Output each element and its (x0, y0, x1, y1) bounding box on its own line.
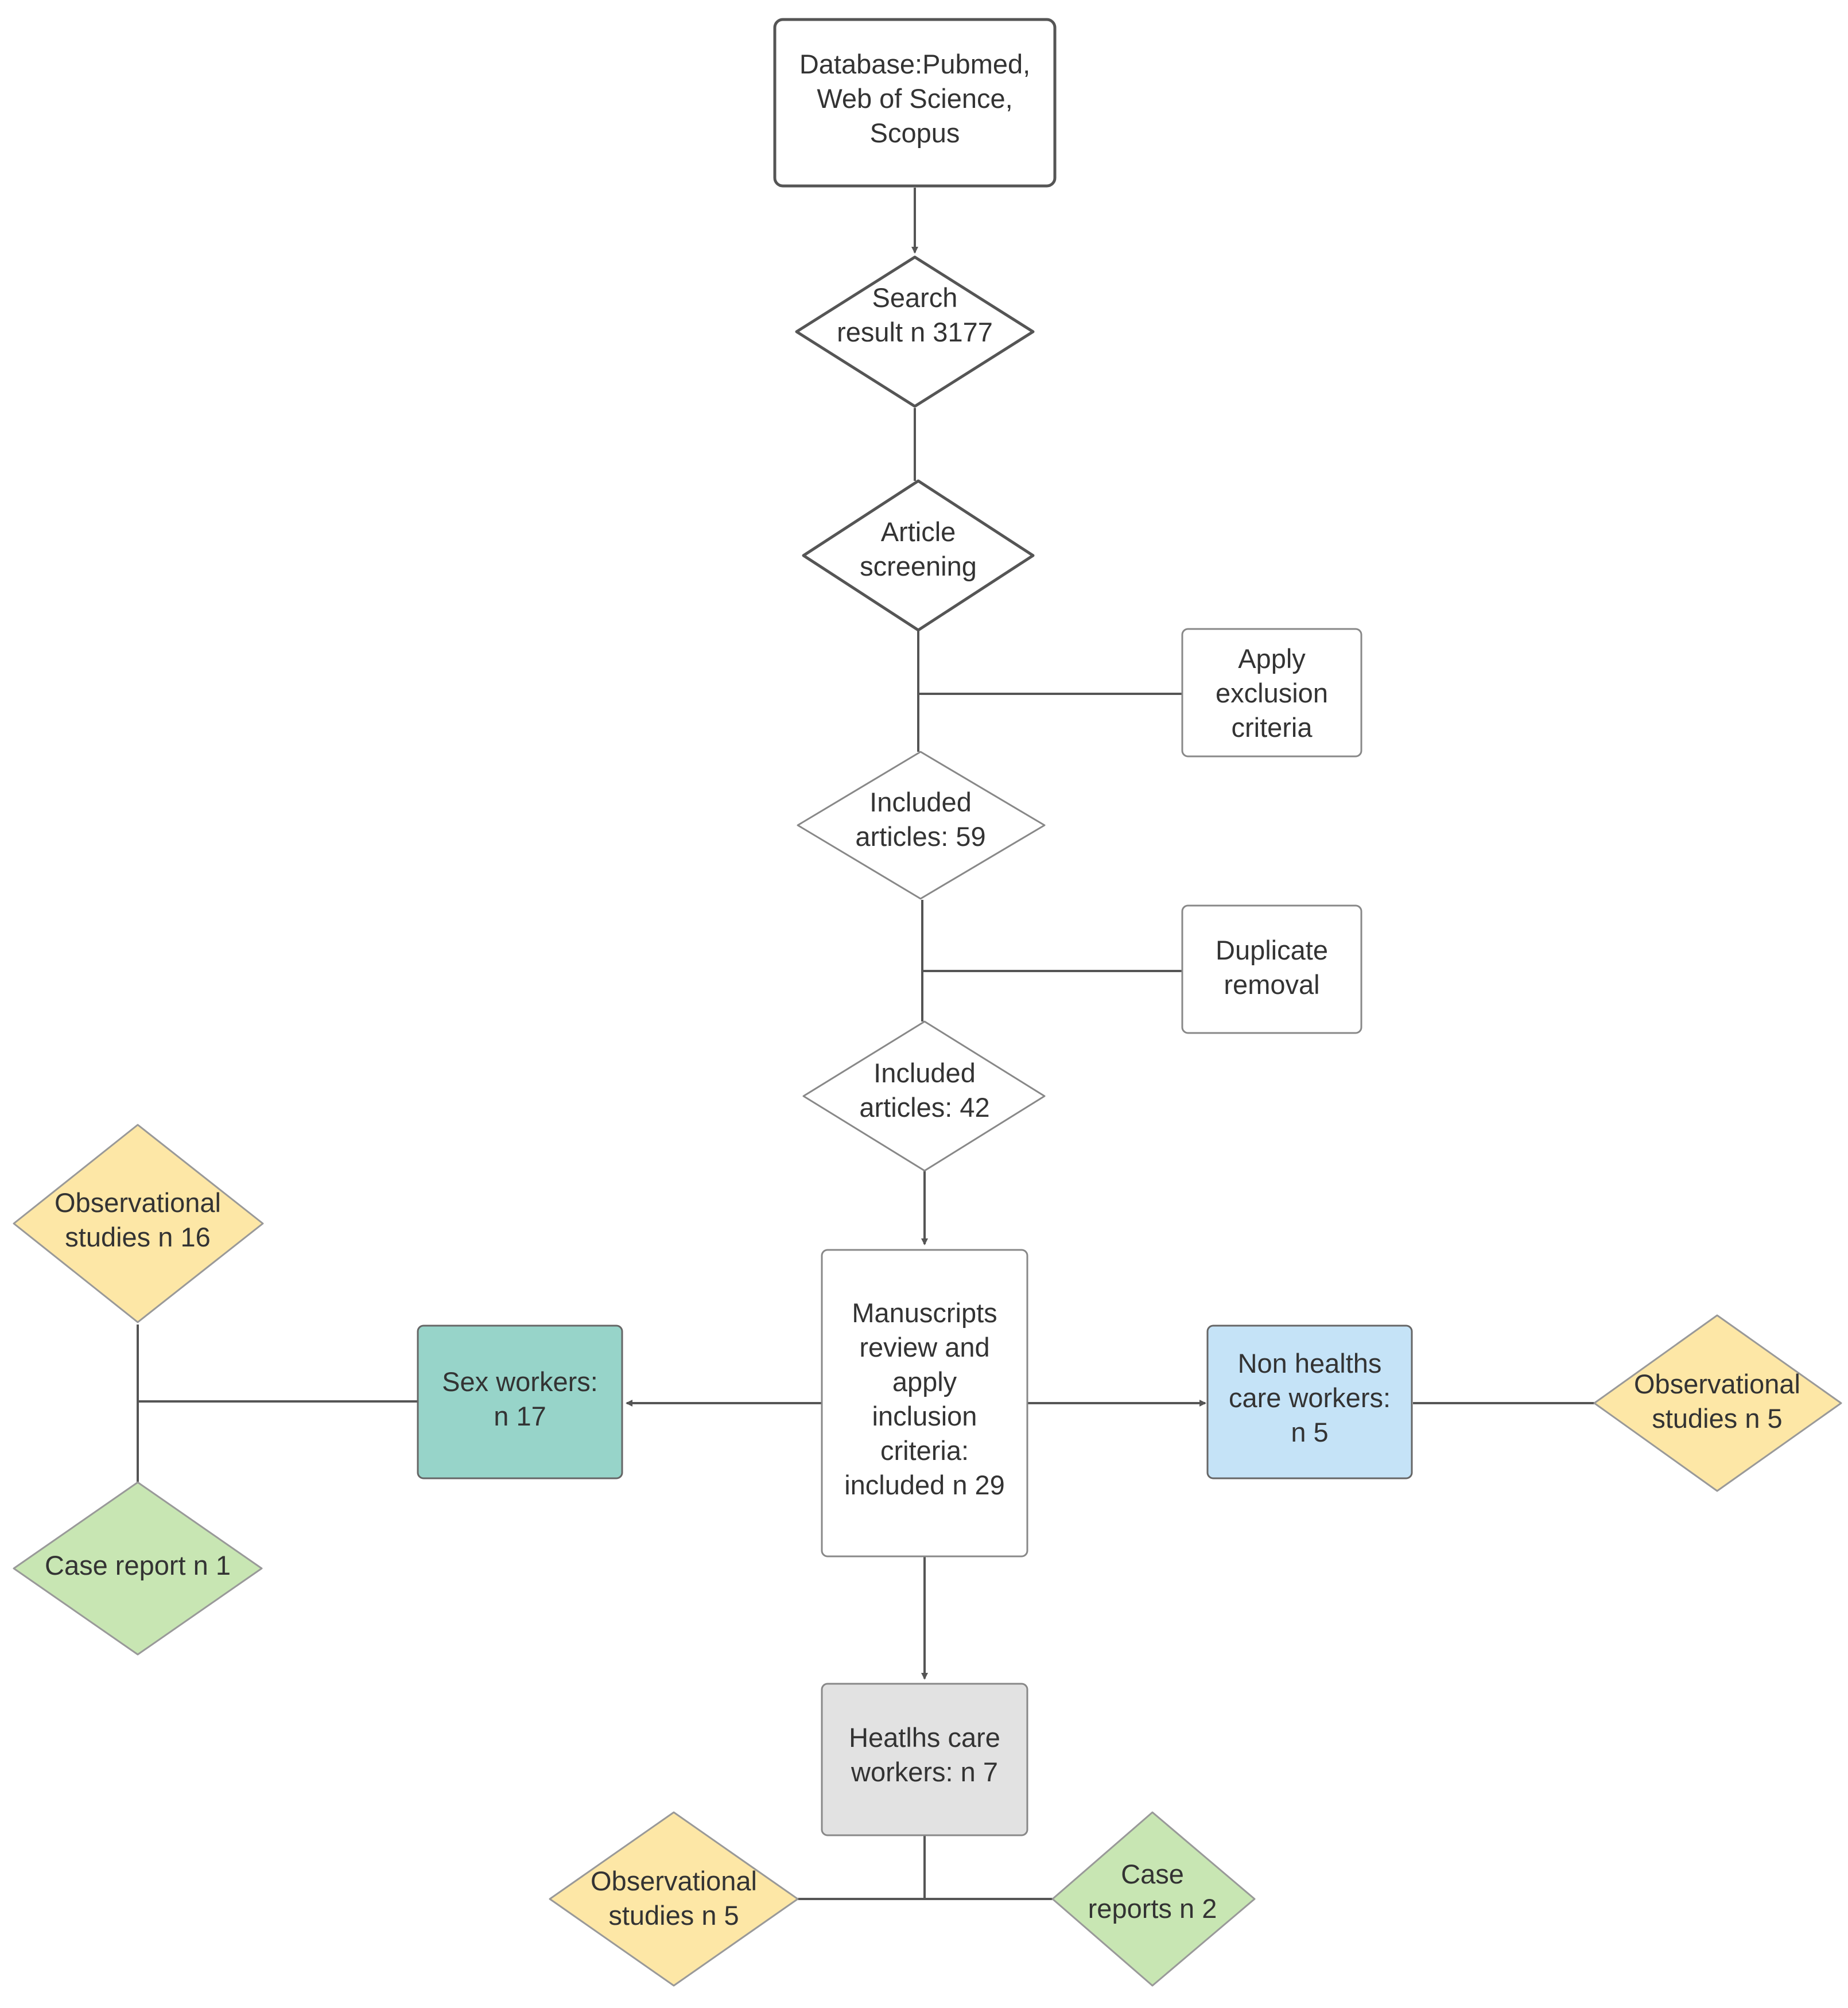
search-result-diamond-shape (795, 255, 1035, 408)
manuscripts-review-label: Manuscripts review and apply inclusion crite… (844, 1298, 1005, 1500)
non-health-workers-label: Non healths care workers: n 5 (1229, 1348, 1391, 1447)
case-report-1-diamond-shape (13, 1481, 263, 1656)
article-screening-diamond-shape (802, 479, 1035, 632)
database-box: Database:Pubmed, Web of Science, Scopus (773, 18, 1057, 188)
manuscripts-review-label-line-1: Manuscripts (852, 1298, 997, 1328)
observational-studies-5-right-diamond: Observational studies n 5 (1593, 1314, 1842, 1492)
non-health-workers-label-line-2: care workers: (1229, 1382, 1391, 1413)
search-result-label-line-1: Search (872, 282, 958, 313)
non-health-workers-label-line-1: Non healths (1238, 1348, 1382, 1378)
case-reports-2-diamond: Case reports n 2 (1051, 1811, 1256, 1987)
included-59-label-line-1: Included (869, 787, 972, 817)
sex-workers-label-line-1: Sex workers: (442, 1366, 598, 1397)
duplicate-removal-label-line-2: removal (1224, 969, 1319, 1000)
observational-studies-5-bottom-label: Observational studies n 5 (591, 1866, 757, 1931)
included-59-label-line-2: articles: 59 (855, 821, 985, 852)
case-report-1-label-line-1: Case report n 1 (45, 1550, 231, 1580)
included-42-diamond: Included articles: 42 (802, 1020, 1046, 1172)
health-workers-label: Heatlhs care workers: n 7 (849, 1722, 1000, 1787)
case-reports-2-label-line-1: Case (1121, 1859, 1184, 1889)
observational-studies-5-right-diamond-shape (1593, 1314, 1842, 1492)
apply-exclusion-box: Apply exclusion criteria (1181, 628, 1362, 758)
observational-studies-5-bottom-label-line-1: Observational (591, 1866, 757, 1896)
manuscripts-review-box-shape (821, 1249, 1028, 1558)
apply-exclusion-label-line-2: exclusion (1216, 678, 1328, 708)
included-42-label-line-1: Included (873, 1058, 976, 1088)
non-health-workers-label-line-3: n 5 (1291, 1417, 1328, 1447)
article-screening-diamond: Article screening (802, 479, 1035, 632)
observational-studies-16-label: Observational studies n 16 (55, 1187, 221, 1252)
case-reports-2-diamond-shape (1051, 1811, 1256, 1987)
health-workers-label-line-2: workers: n 7 (851, 1757, 998, 1787)
observational-studies-16-label-line-1: Observational (55, 1187, 221, 1218)
search-result-label-line-2: result n 3177 (837, 317, 993, 347)
observational-studies-5-right-label-line-2: studies n 5 (1652, 1403, 1782, 1434)
health-workers-box-shape (821, 1683, 1028, 1836)
duplicate-removal-box: Duplicate removal (1181, 904, 1362, 1034)
sex-workers-label: Sex workers: n 17 (442, 1366, 598, 1431)
observational-studies-16-diamond-shape (13, 1124, 264, 1323)
database-box-label-line-3: Scopus (870, 118, 960, 148)
included-59-diamond: Included articles: 59 (797, 751, 1046, 900)
duplicate-removal-label: Duplicate removal (1216, 935, 1328, 1000)
apply-exclusion-label: Apply exclusion criteria (1216, 643, 1328, 743)
case-report-1-diamond: Case report n 1 (13, 1481, 263, 1656)
manuscripts-review-label-line-3: apply (892, 1366, 957, 1397)
observational-studies-5-bottom-diamond: Observational studies n 5 (549, 1811, 799, 1987)
article-screening-label-line-1: Article (881, 516, 956, 547)
sex-workers-label-line-2: n 17 (494, 1401, 546, 1431)
database-box-shape (773, 18, 1057, 188)
apply-exclusion-label-line-1: Apply (1238, 643, 1306, 674)
search-result-label: Search result n 3177 (837, 282, 993, 347)
included-59-label: Included articles: 59 (855, 787, 985, 852)
observational-studies-5-bottom-label-line-2: studies n 5 (608, 1900, 739, 1931)
apply-exclusion-label-line-3: criteria (1231, 712, 1313, 743)
manuscripts-review-label-line-4: inclusion (872, 1401, 977, 1431)
non-health-workers-box: Non healths care workers: n 5 (1206, 1325, 1413, 1479)
sex-workers-box-shape (417, 1325, 623, 1479)
manuscripts-review-label-line-6: included n 29 (844, 1470, 1005, 1500)
article-screening-label: Article screening (860, 516, 977, 581)
health-workers-label-line-1: Heatlhs care (849, 1722, 1000, 1753)
health-workers-box: Heatlhs care workers: n 7 (821, 1683, 1028, 1836)
included-59-diamond-shape (797, 751, 1046, 900)
manuscripts-review-box: Manuscripts review and apply inclusion crite… (821, 1249, 1028, 1558)
search-result-diamond: Search result n 3177 (795, 255, 1035, 408)
non-health-workers-box-shape (1206, 1325, 1413, 1479)
case-report-1-label: Case report n 1 (45, 1550, 231, 1580)
duplicate-removal-box-shape (1181, 904, 1362, 1034)
database-box-label-line-1: Database:Pubmed, (799, 49, 1030, 79)
observational-studies-5-right-label: Observational studies n 5 (1634, 1369, 1800, 1434)
manuscripts-review-label-line-2: review and (859, 1332, 989, 1362)
database-box-label-line-2: Web of Science, (817, 83, 1012, 114)
manuscripts-review-label-line-5: criteria: (880, 1435, 969, 1466)
duplicate-removal-label-line-1: Duplicate (1216, 935, 1328, 965)
observational-studies-16-label-line-2: studies n 16 (65, 1222, 210, 1252)
sex-workers-box: Sex workers: n 17 (417, 1325, 623, 1479)
observational-studies-5-bottom-diamond-shape (549, 1811, 799, 1987)
included-42-label: Included articles: 42 (859, 1058, 989, 1123)
database-box-label: Database:Pubmed, Web of Science, Scopus (799, 49, 1030, 148)
observational-studies-5-right-label-line-1: Observational (1634, 1369, 1800, 1399)
connectors (137, 188, 1594, 1900)
apply-exclusion-box-shape (1181, 628, 1362, 758)
case-reports-2-label-line-2: reports n 2 (1088, 1893, 1217, 1924)
case-reports-2-label: Case reports n 2 (1088, 1859, 1217, 1924)
included-42-diamond-shape (802, 1020, 1046, 1172)
article-screening-label-line-2: screening (860, 551, 977, 581)
observational-studies-16-diamond: Observational studies n 16 (13, 1124, 264, 1323)
included-42-label-line-2: articles: 42 (859, 1092, 989, 1123)
